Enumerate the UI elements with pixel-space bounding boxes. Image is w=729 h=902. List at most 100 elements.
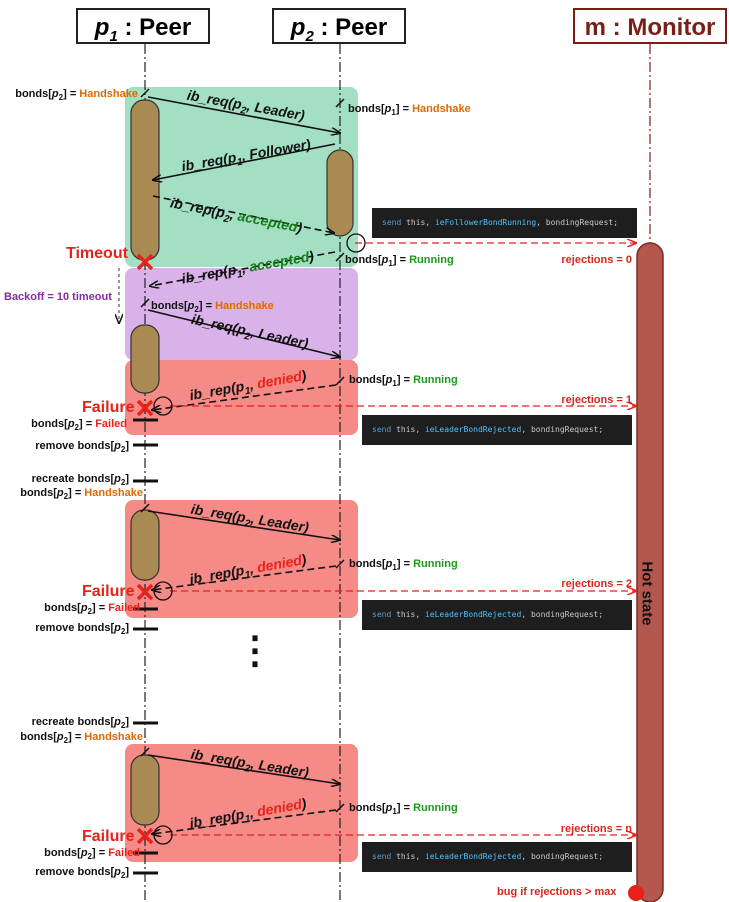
state-p2-running-3: bonds[p1] = Running bbox=[349, 558, 458, 572]
code-follower-running-ev: ieFollowerBondRunning bbox=[434, 218, 537, 227]
state-p1-handshake-3-pre: bonds[ bbox=[20, 487, 57, 499]
state-p1-handshake-3-var: p bbox=[56, 487, 64, 499]
state-p1-handshake-2-sub: 2 bbox=[194, 305, 199, 315]
state-p2-running-4: bonds[p1] = Running bbox=[349, 802, 458, 816]
code-leader-rejected-2-ev: ieLeaderBondRejected bbox=[424, 610, 522, 619]
state-p1-handshake-4-post: ] = bbox=[68, 731, 85, 743]
state-p1-failed-3-post: ] = bbox=[92, 847, 109, 859]
state-p2-running-1-val: Running bbox=[409, 254, 454, 266]
state-p1-handshake-2-val: Handshake bbox=[215, 300, 274, 312]
state-p1-failed-2-sub: 2 bbox=[87, 607, 92, 617]
state-p1-handshake-2-post: ] = bbox=[198, 300, 216, 312]
code-leader-rejected-2: send this, ieLeaderBondRejected, bonding… bbox=[362, 600, 632, 630]
state-p1-failed-3-pre: bonds[ bbox=[44, 847, 81, 859]
state-p2-running-4-pre: bonds[ bbox=[349, 802, 386, 814]
state-recreate-1-var: p bbox=[114, 473, 121, 485]
state-remove-1-pre: remove bonds[ bbox=[35, 440, 115, 452]
ellipsis: ⋮ bbox=[236, 630, 274, 672]
state-p2-handshake-var: p bbox=[384, 103, 392, 115]
state-p1-failed-3-sub: 2 bbox=[87, 852, 92, 862]
state-p1-handshake-3-val: Handshake bbox=[84, 487, 143, 499]
msg-req-leader-1 bbox=[147, 96, 340, 133]
state-p1-handshake-4: bonds[p2] = Handshake bbox=[20, 731, 143, 745]
state-p1-failed-3-val: Failed bbox=[108, 847, 140, 859]
activation-p1-3 bbox=[130, 509, 160, 581]
backoff-text: Backoff = 10 timeout bbox=[4, 291, 112, 303]
tick-p2-handshake bbox=[335, 98, 345, 108]
rejections-label-3: rejections = n bbox=[561, 823, 632, 835]
rejections-label-1: rejections = 1 bbox=[561, 394, 632, 406]
activation-p1-2 bbox=[130, 324, 160, 394]
state-p1-handshake-3-post: ] = bbox=[68, 487, 85, 499]
state-p2-handshake-post: ] = bbox=[395, 103, 413, 115]
hot-state-label: Hot state bbox=[638, 561, 656, 626]
msg-rep-p1-denied-3 bbox=[152, 809, 337, 834]
state-p2-running-2-sub: 1 bbox=[392, 379, 397, 389]
state-p1-failed-1-pre: bonds[ bbox=[31, 418, 68, 430]
state-p1-failed-1-post: ] = bbox=[79, 418, 96, 430]
state-p1-handshake-3-sub: 2 bbox=[63, 492, 69, 502]
state-recreate-2-sub: 2 bbox=[120, 721, 126, 731]
p2-sub: 2 bbox=[305, 27, 314, 45]
failure-label-2-text: Failure bbox=[82, 583, 135, 600]
code-leader-rejected-3-kw: send bbox=[372, 852, 392, 861]
state-remove-3-var: p bbox=[114, 866, 121, 878]
code-follower-running-kw: send bbox=[382, 218, 402, 227]
tick-p1-handshake-3 bbox=[140, 503, 150, 513]
code-leader-rejected-3-a: this, bbox=[391, 852, 425, 861]
tick-p1-handshake-2 bbox=[140, 298, 150, 308]
rejections-label-2: rejections = 2 bbox=[561, 578, 632, 590]
state-p1-handshake-1-post: ] = bbox=[63, 88, 80, 100]
state-p2-running-3-post: ] = bbox=[396, 558, 414, 570]
timeout-label: Timeout bbox=[66, 245, 128, 263]
failure-label-1-text: Failure bbox=[82, 399, 135, 416]
state-recreate-2-var: p bbox=[114, 716, 121, 728]
monitor-header: m : Monitor bbox=[573, 8, 727, 44]
code-follower-running: send this, ieFollowerBondRunning, bondin… bbox=[372, 208, 637, 238]
rejections-text-3: rejections = n bbox=[560, 823, 632, 835]
timeout-text: Timeout bbox=[66, 245, 128, 262]
region-purple-backoff bbox=[125, 268, 358, 360]
region-green-handshake bbox=[125, 87, 358, 267]
tick-p2-running-1 bbox=[335, 252, 345, 262]
failure-label-1: Failure bbox=[82, 399, 134, 417]
state-p1-handshake-2-var: p bbox=[187, 300, 195, 312]
state-p1-failed-1-val: Failed bbox=[95, 418, 127, 430]
code-leader-rejected-3-b: , bondingRequest; bbox=[521, 852, 604, 861]
monitor-hot-bar bbox=[636, 242, 664, 902]
msg-req-leader-3 bbox=[147, 510, 340, 540]
state-p1-handshake-4-pre: bonds[ bbox=[20, 731, 57, 743]
state-recreate-2: recreate bonds[p2] bbox=[32, 716, 129, 730]
state-p1-failed-3: bonds[p2] = Failed bbox=[44, 847, 140, 861]
p1-name: p bbox=[94, 14, 110, 41]
failure-label-3: Failure bbox=[82, 828, 134, 846]
state-recreate-2-pre: recreate bonds[ bbox=[31, 716, 115, 728]
state-p2-running-2-val: Running bbox=[413, 374, 458, 386]
state-recreate-2-post: ] bbox=[125, 716, 129, 728]
state-remove-1: remove bonds[p2] bbox=[35, 440, 129, 454]
rejections-text-1: rejections = 1 bbox=[561, 394, 632, 406]
state-p2-running-1-sub: 1 bbox=[388, 259, 393, 269]
tick-p2-running-4 bbox=[335, 803, 345, 813]
msg-rep-p1-accepted bbox=[150, 251, 336, 286]
state-p2-running-1-post: ] = bbox=[392, 254, 410, 266]
tick-p1-handshake bbox=[140, 88, 150, 98]
x-failure-3 bbox=[136, 827, 154, 845]
state-p1-failed-2-var: p bbox=[80, 602, 88, 614]
activation-p2-1 bbox=[326, 149, 354, 237]
state-p2-running-4-val: Running bbox=[413, 802, 458, 814]
state-p2-running-3-sub: 1 bbox=[392, 563, 397, 573]
code-leader-rejected-1-kw: send bbox=[372, 425, 392, 434]
code-leader-rejected-1-b: , bondingRequest; bbox=[521, 425, 604, 434]
p2-name: p bbox=[290, 14, 306, 41]
state-remove-1-var: p bbox=[114, 440, 121, 452]
state-p1-failed-2-val: Failed bbox=[108, 602, 140, 614]
tick-p2-running-2 bbox=[335, 376, 345, 386]
state-remove-3-sub: 2 bbox=[120, 871, 126, 881]
activation-p1-4 bbox=[130, 754, 160, 826]
state-p1-handshake-1-var: p bbox=[51, 88, 59, 100]
state-remove-2-post: ] bbox=[125, 622, 129, 634]
loop-p1-rejected-2 bbox=[153, 581, 173, 601]
